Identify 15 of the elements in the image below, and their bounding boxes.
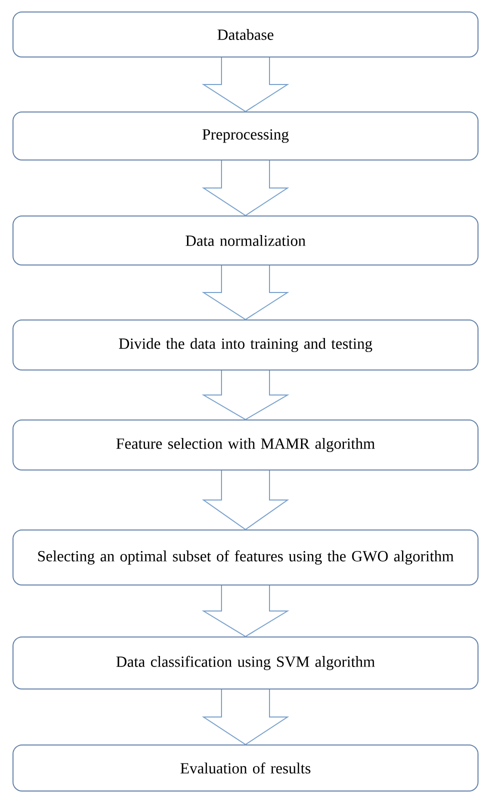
process-box: Feature selection with MAMR algorithm	[12, 420, 478, 470]
process-box: Evaluation of results	[12, 744, 478, 792]
process-box: Selecting an optimal subset of features using the GWO algorithm	[12, 530, 478, 586]
block-arrow	[202, 57, 290, 112]
block-arrow	[202, 689, 290, 746]
process-box: Data classification using SVM algorithm	[12, 636, 478, 690]
block-arrow	[202, 470, 290, 530]
process-box: Divide the data into training and testing	[12, 320, 478, 370]
process-box: Database	[12, 12, 478, 58]
process-box: Preprocessing	[12, 112, 478, 160]
block-arrow	[202, 265, 290, 320]
block-arrow	[202, 370, 290, 420]
block-arrow	[202, 160, 290, 216]
process-box: Data normalization	[12, 216, 478, 266]
block-arrow	[202, 585, 290, 638]
